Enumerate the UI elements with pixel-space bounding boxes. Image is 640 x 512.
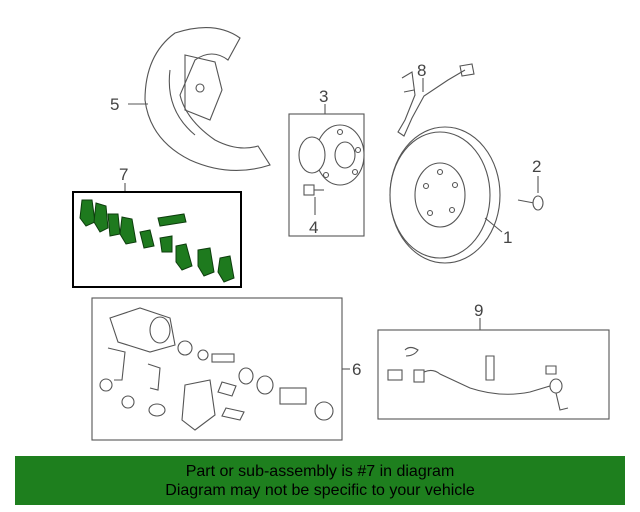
callout-4: 4 [309, 218, 318, 237]
disc-screw [517, 195, 544, 211]
callout-1-leader [484, 217, 503, 233]
caliper-parts [99, 307, 334, 431]
hub-bearing [298, 124, 365, 186]
brake-pad-set [79, 199, 235, 283]
info-banner: Part or sub-assembly is #7 in diagram Di… [15, 456, 625, 505]
hub-bolt [303, 184, 324, 196]
banner-line-1: Part or sub-assembly is #7 in diagram [185, 462, 455, 480]
brake-disc [389, 126, 501, 264]
parts-diagram: 5 3 4 8 1 2 [72, 27, 610, 441]
sensor-bracket [397, 63, 475, 137]
callout-9: 9 [474, 301, 483, 320]
splash-shield [144, 27, 271, 171]
callout-3: 3 [319, 87, 328, 106]
callout-5: 5 [110, 95, 119, 114]
banner-line-2: Diagram may not be specific to your vehi… [165, 481, 475, 499]
callout-7: 7 [119, 165, 128, 184]
pad-set-box [72, 191, 242, 288]
speed-sensor [387, 346, 569, 411]
sensor-box [377, 329, 610, 420]
callout-1: 1 [503, 228, 512, 247]
callout-6: 6 [352, 360, 361, 379]
hub-box [288, 113, 365, 237]
callout-2: 2 [532, 157, 541, 176]
callout-8: 8 [417, 61, 426, 80]
